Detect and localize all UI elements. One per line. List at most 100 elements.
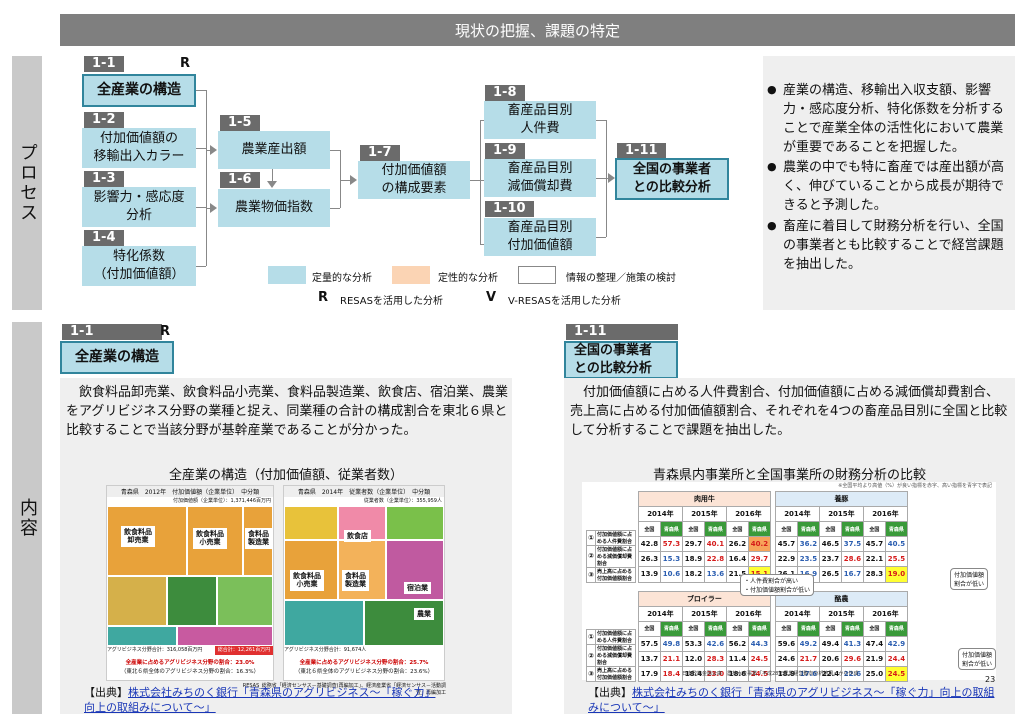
treemap2-block: 飲食料品 小売業 bbox=[290, 570, 324, 591]
arrow-down-icon bbox=[267, 181, 277, 188]
connector bbox=[272, 169, 273, 183]
fin-col-aom: 青森県 bbox=[703, 521, 727, 538]
fin-col-nat: 全国 bbox=[725, 620, 749, 637]
fin-col-aom: 青森県 bbox=[840, 620, 864, 637]
left-resas-mark: R bbox=[160, 324, 171, 339]
fin-footnote: 日本政策金融公庫 農林水産事業「平成28年農業経営動向分析結果」から作成 bbox=[682, 671, 859, 677]
fin-col-aom: 青森県 bbox=[840, 521, 864, 538]
connector bbox=[206, 90, 207, 266]
node-1-7[interactable]: 付加価値額 の構成要素 bbox=[358, 161, 470, 199]
treemap-tile bbox=[107, 626, 177, 646]
node-1-5[interactable]: 農業産出額 bbox=[218, 131, 330, 169]
node-1-10[interactable]: 畜産品目別 付加価値額 bbox=[484, 218, 596, 256]
page-title: 現状の把握、課題の特定 bbox=[454, 21, 620, 40]
tag-1-8: 1-8 bbox=[485, 85, 525, 101]
node-1-2[interactable]: 付加価値額の 移輸出入カラー bbox=[82, 128, 196, 168]
treemap1-block: 飲食料品 卸売業 bbox=[121, 526, 155, 547]
left-source-link[interactable]: 株式会社みちのく銀行「青森県のアグリビジネス～「稼ぐ力」向上の取組みについて～」 bbox=[84, 686, 436, 714]
fin-cell: 44.3 bbox=[747, 635, 771, 652]
node-1-7-label: 付加価値額 の構成要素 bbox=[381, 163, 447, 196]
left-chart-title: 全産業の構造（付加価値額、従業者数） bbox=[168, 468, 403, 483]
tag-1-2: 1-2 bbox=[84, 112, 124, 128]
fin-col-nat: 全国 bbox=[818, 620, 842, 637]
summary-bullets: 産業の構造、移輸出入収支額、影響力・感応度分析、特化係数を分析することで産業全体… bbox=[763, 56, 1015, 310]
fin-cell: 40.5 bbox=[884, 536, 908, 553]
sidebar-content: 内容 bbox=[12, 322, 42, 714]
fin-col-aom: 青森県 bbox=[796, 521, 820, 538]
fin-cell: 49.4 bbox=[818, 635, 842, 652]
fin-row-label: 付加価値額に占める人件費割合 bbox=[594, 629, 636, 645]
fin-legend-note: ※全国平均より高値（%）が良い指標を赤字、高い指標を青字で表記 bbox=[838, 483, 992, 489]
treemap2-block: 飲食店 bbox=[344, 530, 371, 543]
right-source-label: 【出典】 bbox=[588, 686, 632, 699]
fin-table-title: ブロイラー bbox=[637, 590, 771, 607]
fin-col-nat: 全国 bbox=[774, 521, 798, 538]
bullet-item: 産業の構造、移輸出入収支額、影響力・感応度分析、特化係数を分析することで産業全体… bbox=[767, 82, 1005, 157]
fin-cell: 29.6 bbox=[840, 650, 864, 667]
legend-r-mark: R bbox=[318, 290, 329, 305]
node-1-8-label: 畜産品目別 人件費 bbox=[507, 103, 573, 136]
fin-cell: 40.2 bbox=[747, 536, 771, 553]
legend-r-text: RESASを活用した分析 bbox=[340, 296, 443, 307]
fin-col-nat: 全国 bbox=[862, 521, 886, 538]
arrow-icon bbox=[350, 175, 357, 185]
treemap2-block: 食料品 製造業 bbox=[342, 570, 369, 591]
connector bbox=[196, 207, 206, 208]
fin-cell: 13.9 bbox=[637, 566, 661, 583]
fin-cell: 42.9 bbox=[884, 635, 908, 652]
node-1-11[interactable]: 全国の事業者 との比較分析 bbox=[615, 158, 729, 200]
fin-cell: 11.4 bbox=[725, 650, 749, 667]
fin-table-title: 養豚 bbox=[774, 490, 908, 508]
arrow-icon bbox=[210, 203, 217, 213]
legend-v-text: V-RESASを活用した分析 bbox=[508, 296, 621, 307]
node-1-4[interactable]: 特化係数 （付加価値額） bbox=[82, 246, 196, 286]
fin-row-num: ③ bbox=[586, 566, 596, 583]
fin-cell: 18.9 bbox=[774, 665, 798, 683]
node-1-11-label: 全国の事業者 との比較分析 bbox=[632, 162, 711, 195]
fin-row-label: 売上高に占める付加価値額割合 bbox=[594, 666, 636, 682]
fin-cell: 18.4 bbox=[659, 665, 683, 683]
treemap-tile bbox=[107, 576, 167, 626]
fin-year: 2014年 bbox=[637, 605, 683, 622]
tag-1-1: 1-1 bbox=[84, 56, 124, 72]
connector bbox=[470, 180, 480, 181]
tag-1-10: 1-10 bbox=[485, 201, 534, 217]
fin-cell: 40.1 bbox=[703, 536, 727, 553]
fin-cell: 21.1 bbox=[659, 650, 683, 667]
fin-col-nat: 全国 bbox=[637, 521, 661, 538]
fin-cell: 24.4 bbox=[884, 650, 908, 667]
node-1-3[interactable]: 影響力・感応度 分析 bbox=[82, 187, 196, 227]
fin-year: 2016年 bbox=[725, 605, 771, 622]
treemap-tile bbox=[217, 576, 273, 626]
node-1-6[interactable]: 農業物価指数 bbox=[218, 189, 330, 227]
treemap2-bar: アグリビジネス分野合計：91,674人 bbox=[284, 646, 444, 655]
left-source: 【出典】株式会社みちのく銀行「青森県のアグリビジネス～「稼ぐ力」向上の取組みにつ… bbox=[84, 686, 444, 716]
fin-cell: 22.9 bbox=[774, 551, 798, 568]
treemap1-sub: 付加価値額（企業単位）：1,371,446百万円 bbox=[173, 498, 271, 504]
left-credit: RESAS_総務省「経済センサス－基礎調査(再編加工」、経済産業省「経済センサス… bbox=[242, 683, 446, 696]
page-number: 23 bbox=[985, 675, 996, 684]
fin-cell: 28.6 bbox=[840, 551, 864, 568]
right-source-link[interactable]: 株式会社みちのく銀行「青森県のアグリビジネス～「稼ぐ力」向上の取組みについて～」 bbox=[588, 686, 995, 714]
bullet-item: 農業の中でも特に畜産では産出額が高く、伸びていることから成長が期待できると予測し… bbox=[767, 159, 1005, 216]
fin-cell: 16.4 bbox=[725, 551, 749, 568]
tag-1-4: 1-4 bbox=[84, 230, 124, 246]
fin-cell: 42.8 bbox=[637, 536, 661, 553]
connector bbox=[340, 180, 354, 181]
tag-1-11: 1-11 bbox=[617, 143, 666, 159]
node-1-8[interactable]: 畜産品目別 人件費 bbox=[484, 101, 596, 139]
fin-cell: 46.5 bbox=[818, 536, 842, 553]
page-header: 現状の把握、課題の特定 bbox=[60, 14, 1015, 46]
fin-col-aom: 青森県 bbox=[659, 620, 683, 637]
fin-cell: 17.9 bbox=[637, 665, 661, 683]
node-1-1[interactable]: 全産業の構造 bbox=[82, 74, 196, 107]
left-title-label: 全産業の構造 bbox=[75, 349, 159, 366]
fin-row-label: 付加価値額に占める減価償却費割合 bbox=[594, 644, 636, 667]
fin-col-nat: 全国 bbox=[774, 620, 798, 637]
fin-cell: 24.5 bbox=[747, 665, 771, 683]
fin-year: 2015年 bbox=[818, 605, 864, 622]
node-1-9[interactable]: 畜産品目別 減価償却費 bbox=[484, 159, 596, 197]
sidebar-process: プロセス bbox=[12, 56, 42, 310]
